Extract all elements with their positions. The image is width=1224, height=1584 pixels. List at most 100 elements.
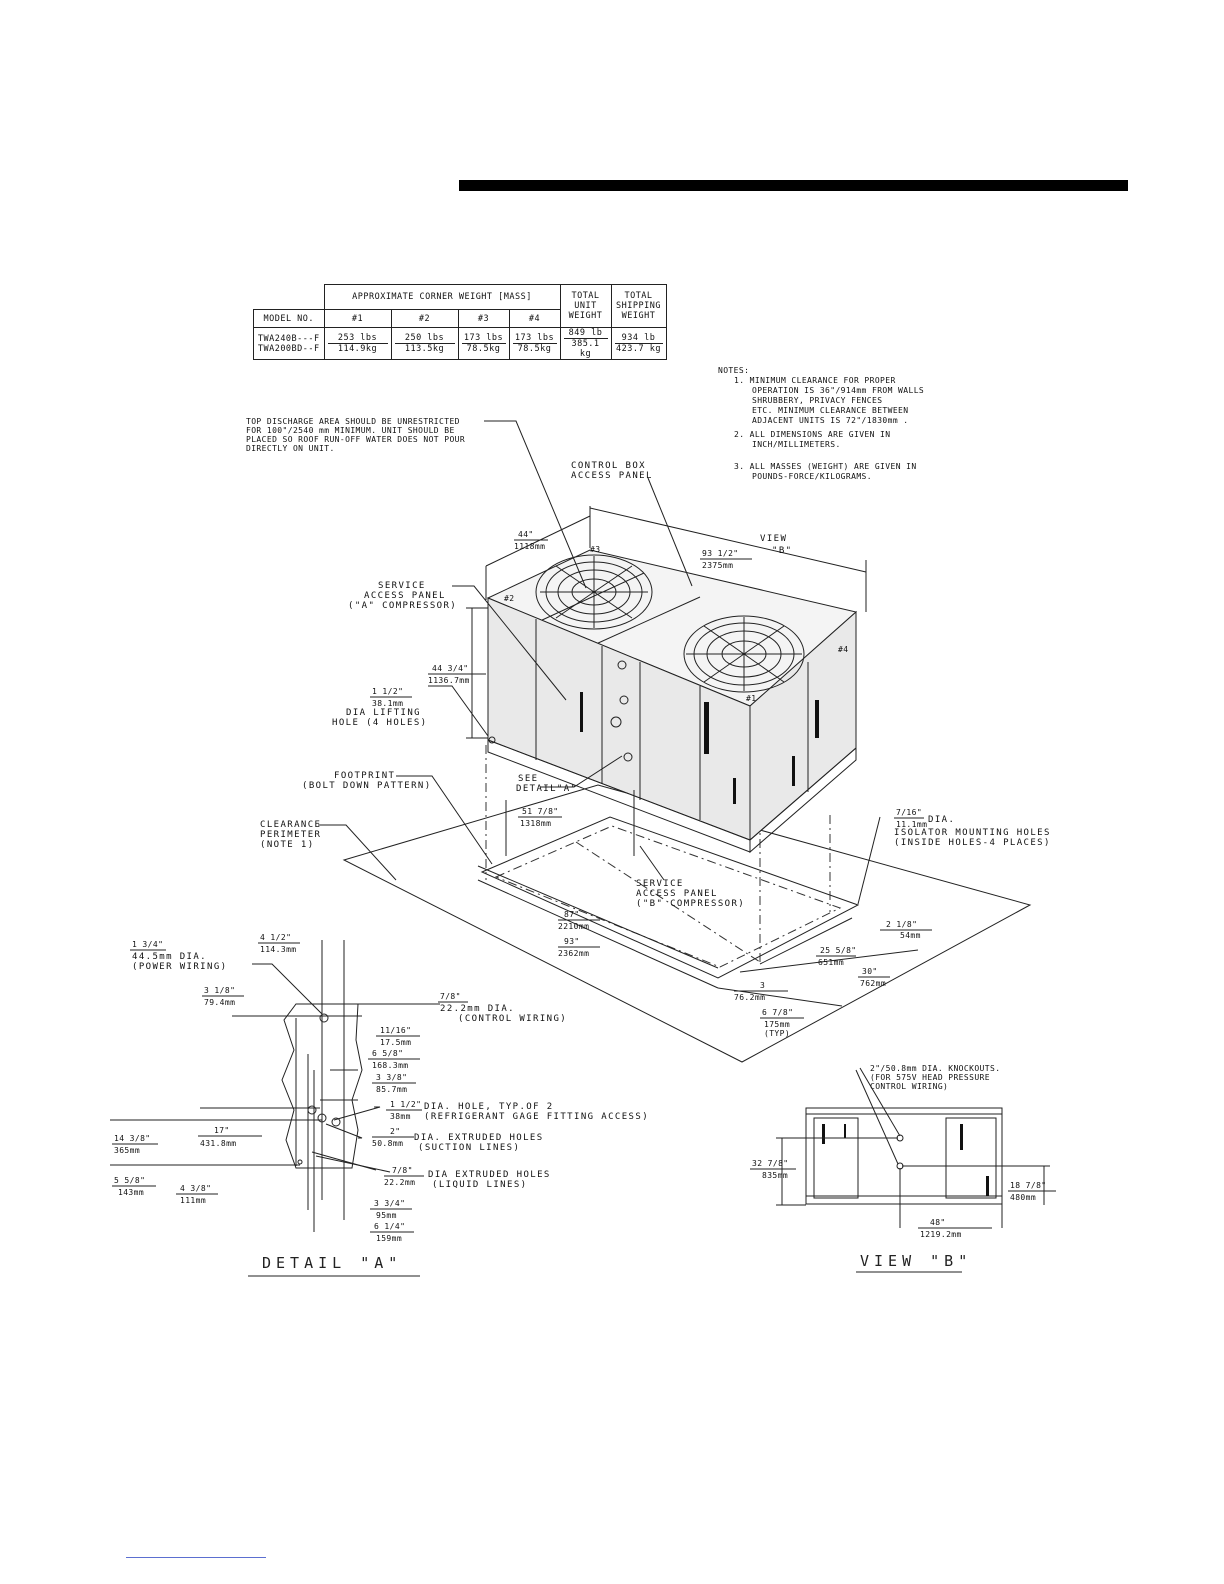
notes-block: NOTES: 1. MINIMUM CLEARANCE FOR PROPER O… <box>718 366 924 481</box>
dim-51-875-mm: 1318mm <box>520 819 551 828</box>
dim-1-5-in: 1 1/2" <box>372 687 403 696</box>
vb-48-in: 48" <box>930 1218 946 1227</box>
a-4-375-in: 4 3/8" <box>180 1184 211 1193</box>
clearance-perimeter <box>342 784 1032 1063</box>
lifting-hole-label1: DIA LIFTING <box>346 708 421 718</box>
a-3-125-in: 3 1/8" <box>204 986 235 995</box>
service-b-label3: ("B" COMPRESSOR) <box>636 899 745 909</box>
dim-6-875-in: 6 7/8" <box>762 1008 793 1017</box>
a-4-375-mm: 111mm <box>180 1196 206 1205</box>
a-3-125-mm: 79.4mm <box>204 998 235 1007</box>
a-7-8-note: (CONTROL WIRING) <box>458 1014 567 1024</box>
header-rule <box>459 180 1128 191</box>
service-a-label3: ("A" COMPRESSOR) <box>348 601 457 611</box>
main-dimension-lines <box>466 506 919 1007</box>
service-b-label2: ACCESS PANEL <box>636 889 718 899</box>
a-6-25-in: 6 1/4" <box>374 1222 405 1231</box>
dim-3-in: 3 <box>760 981 765 990</box>
a-6-625-mm: 168.3mm <box>372 1061 409 1070</box>
vb-48-mm: 1219.2mm <box>920 1230 962 1239</box>
a-4-5-mm: 114.3mm <box>260 945 297 954</box>
note-2a: 2. ALL DIMENSIONS ARE GIVEN IN <box>734 430 891 439</box>
vb-knockouts-2: (FOR 575V HEAD PRESSURE <box>870 1073 990 1082</box>
dim-30-in: 30" <box>862 967 878 976</box>
dim-7-16-mm: 11.1mm <box>896 820 927 829</box>
w4-lb: 173 lbs <box>514 333 555 343</box>
top-discharge-line3: PLACED SO ROOF RUN-OFF WATER DOES NOT PO… <box>246 435 465 444</box>
isolator-label1: DIA. <box>928 815 955 825</box>
service-b-label1: SERVICE <box>636 879 684 889</box>
dim-3-mm: 76.2mm <box>734 993 765 1002</box>
top-discharge-line4: DIRECTLY ON UNIT. <box>246 444 335 453</box>
w1-lb: 253 lbs <box>337 333 378 343</box>
note-1a: 1. MINIMUM CLEARANCE FOR PROPER <box>734 376 896 385</box>
lifting-hole-label2: HOLE (4 HOLES) <box>332 718 427 728</box>
a-2-note1: DIA. EXTRUDED HOLES <box>414 1133 544 1143</box>
a-1-75-mm: 44.5mm DIA. <box>132 952 207 962</box>
dim-44-75-in: 44 3/4" <box>432 664 469 673</box>
dim-51-875-in: 51 7/8" <box>522 807 559 816</box>
dim-93-5-in: 93 1/2" <box>702 549 739 558</box>
a-7-8-mm: 22.2mm DIA. <box>440 1004 515 1014</box>
vb-18-875-mm: 480mm <box>1010 1193 1036 1202</box>
condensing-unit <box>486 549 858 854</box>
top-discharge-line2: FOR 100"/2540 mm MINIMUM. UNIT SHOULD BE <box>246 426 455 435</box>
a-6-625-in: 6 5/8" <box>372 1049 403 1058</box>
control-box-label2: ACCESS PANEL <box>571 471 653 481</box>
header-corner-weight: APPROXIMATE CORNER WEIGHT [MASS] <box>323 284 561 310</box>
see-detail-label2: DETAIL"A" <box>516 784 577 794</box>
clearance-label1: CLEARANCE <box>260 820 321 830</box>
view-b-title: VIEW "B" <box>860 1252 972 1270</box>
vb-32-875-mm: 835mm <box>762 1171 788 1180</box>
model-a: TWA240B---F <box>257 333 320 344</box>
a-3-375-mm: 85.7mm <box>376 1085 407 1094</box>
dim-87-mm: 2210mm <box>558 922 589 931</box>
a-7-8b-note2: (LIQUID LINES) <box>432 1180 527 1190</box>
a-5-625-in: 5 5/8" <box>114 1176 145 1185</box>
unit-lb: 849 lb <box>568 328 603 338</box>
vb-knockouts-3: CONTROL WIRING) <box>870 1082 948 1091</box>
detail-a-title: DETAIL "A" <box>262 1254 402 1272</box>
note-1e: ADJACENT UNITS IS 72"/1830mm . <box>752 416 909 425</box>
main-dimensions: 44" 1118mm 93 1/2" 2375mm 44 3/4" 1136.7… <box>370 530 932 1038</box>
a-1-75-note: (POWER WIRING) <box>132 962 227 972</box>
corner-1-label: #1 <box>746 694 756 703</box>
clearance-label2: PERIMETER <box>260 830 321 840</box>
a-1-5-note1: DIA. HOLE, TYP.OF 2 <box>424 1102 554 1112</box>
w2-kg: 113.5kg <box>394 343 455 354</box>
a-1-5-note2: (REFRIGERANT GAGE FITTING ACCESS) <box>424 1112 649 1122</box>
w3-lb: 173 lbs <box>463 333 504 343</box>
corner-3-label: #3 <box>590 545 600 554</box>
top-discharge-line1: TOP DISCHARGE AREA SHOULD BE UNRESTRICTE… <box>246 417 460 426</box>
a-2-in: 2" <box>390 1127 400 1136</box>
w3-kg: 78.5kg <box>461 343 506 354</box>
note-1d: ETC. MINIMUM CLEARANCE BETWEEN <box>752 406 909 415</box>
corner-weight-table: APPROXIMATE CORNER WEIGHT [MASS] TOTAL U… <box>253 284 667 360</box>
a-7-8b-mm: 22.2mm <box>384 1178 415 1187</box>
unit-kg: 385.1 kg <box>563 338 608 359</box>
a-2-mm: 50.8mm <box>372 1139 403 1148</box>
a-6-25-mm: 159mm <box>376 1234 402 1243</box>
dim-30-mm: 762mm <box>860 979 886 988</box>
a-2-note2: (SUCTION LINES) <box>418 1143 520 1153</box>
dim-44-in: 44" <box>518 530 534 539</box>
notes-heading: NOTES: <box>718 366 749 375</box>
model-b: TWA200BD--F <box>257 343 320 354</box>
w2-lb: 250 lbs <box>404 333 445 343</box>
a-17-in: 17" <box>214 1126 230 1135</box>
a-14-375-mm: 365mm <box>114 1146 140 1155</box>
control-box-label1: CONTROL BOX <box>571 461 646 471</box>
dim-2-125-mm: 54mm <box>900 931 921 940</box>
vb-32-875-in: 32 7/8" <box>752 1159 789 1168</box>
a-1-5-mm: 38mm <box>390 1112 411 1121</box>
a-11-16-in: 11/16" <box>380 1026 411 1035</box>
view-b-label2: "B" <box>772 546 792 556</box>
dim-93-in: 93" <box>564 937 580 946</box>
dim-93-mm: 2362mm <box>558 949 589 958</box>
note-3b: POUNDS-FORCE/KILOGRAMS. <box>752 472 872 481</box>
view-b-label1: VIEW <box>760 534 787 544</box>
